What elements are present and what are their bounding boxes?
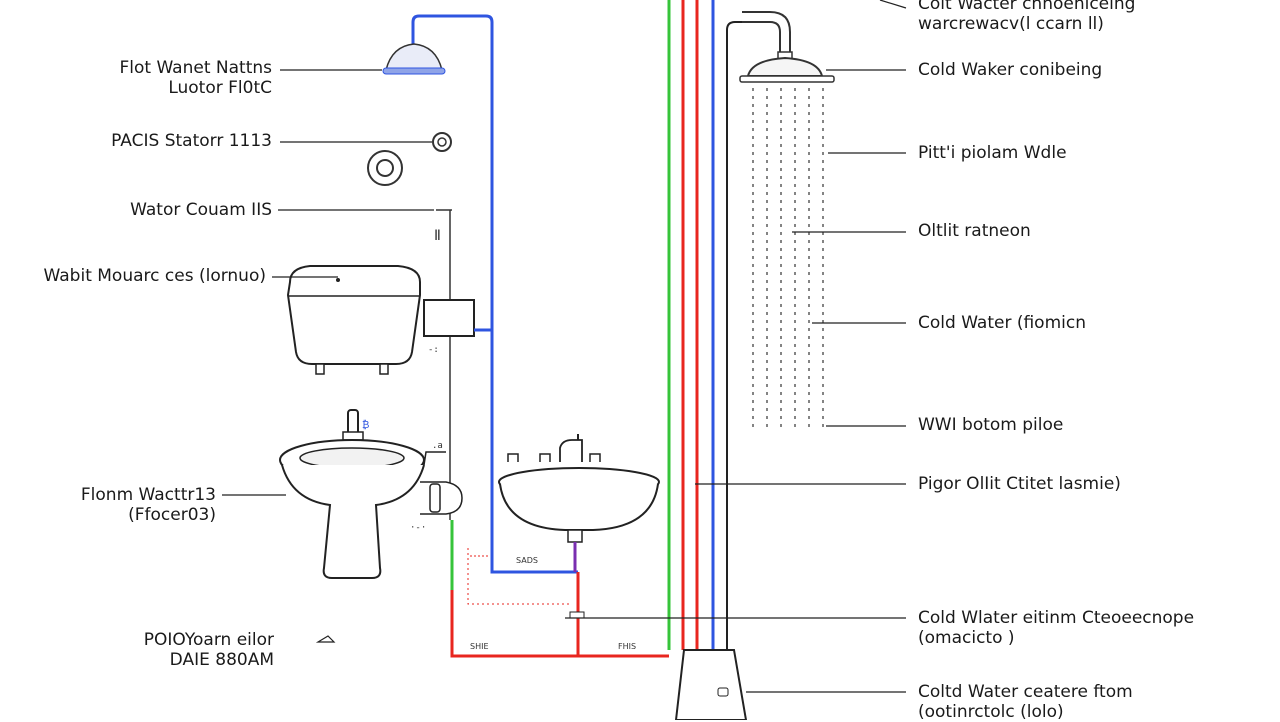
label-line: Flot Wanet Nattns: [119, 58, 272, 78]
shower-arm: [742, 11, 791, 55]
label-pit-pipe-wide: Pitt'i piolam Wdle: [918, 143, 1067, 163]
label-line: Luotor Fl0tC: [168, 78, 272, 98]
label-flush-water: Flonm Wacttr13 (Ffocer03): [81, 485, 216, 525]
shower-head-left: [385, 43, 443, 71]
sink: [498, 434, 660, 619]
sink-basin: [499, 483, 659, 531]
cistern-group: Ⅱ -:: [286, 209, 492, 520]
label-wall-bottom-pipe: WWI botom piloe: [918, 415, 1063, 435]
label-line: Wator Couam IIS: [130, 200, 272, 220]
label-line: warcrewacv(l ccarn ll): [918, 14, 1104, 34]
label-hot-water-mains: Flot Wanet Nattns Luotor Fl0tC: [119, 58, 272, 98]
sink-faucet: [559, 439, 583, 462]
toilet: ₿ ·-· .a: [279, 409, 463, 579]
label-line: (omacicto ): [918, 628, 1015, 648]
label-water-column: Wator Couam IIS: [130, 200, 272, 220]
label-line: Cold Waker conibeing: [918, 60, 1103, 80]
label-line: Cold Water (fiomicn: [918, 313, 1086, 333]
water-heater-base: [674, 649, 748, 720]
label-line: Pigor OlIit Ctitet lasmie): [918, 474, 1121, 494]
svg-text:₿: ₿: [362, 419, 369, 431]
label-outlet-heater: Oltlit ratneon: [918, 221, 1031, 241]
main-risers: [667, 0, 770, 650]
leaders-left: [222, 69, 434, 643]
label-line: Pitt'i piolam Wdle: [918, 143, 1067, 163]
blue-supply-loop: [411, 14, 578, 574]
label-line: PACIS Statorr 1113: [111, 131, 272, 151]
shower-plate: [739, 75, 835, 83]
label-line: (Ffocer03): [128, 505, 216, 525]
label-line: Cold Wlater eitinm Cteoeecnope: [918, 608, 1195, 628]
label-cold-water-distribution: Cold Wlater eitinm Cteoeecnope (omacicto…: [918, 608, 1194, 648]
black-riser-top: [726, 21, 770, 31]
red-dotted-line: [467, 548, 570, 605]
round-fittings: [367, 132, 452, 186]
label-line: Wabit Mouarc ces (lornuo): [43, 266, 266, 286]
label-pots-drain: POIOYoarn eilor DAIE 880AM: [144, 630, 274, 670]
valve-small: [432, 132, 452, 152]
toilet-supply: [450, 520, 669, 658]
toilet-valve: [420, 481, 463, 515]
red-supply-bottom: [450, 590, 669, 658]
mark-shie: SHIE: [470, 642, 489, 651]
svg-text:·-·: ·-·: [410, 523, 426, 533]
svg-text:-:: -:: [428, 345, 439, 355]
shower-head-right: [746, 56, 824, 77]
mark-sads: SADS: [516, 556, 538, 565]
label-cold-water-top: Colt Wacter cnnoeniceing warcrewacv(l cc…: [918, 0, 1135, 34]
label-cold-water-source: Coltd Water ceatere ftom (ootinrctolc (l…: [918, 682, 1133, 722]
label-line: DAIE 880AM: [169, 650, 274, 670]
label-pacs-station: PACIS Statorr 1113: [111, 131, 272, 151]
cistern-tank: [286, 265, 421, 365]
toilet-bowl: [281, 464, 425, 579]
label-line: Flonm Wacttr13: [80, 485, 216, 505]
mark-fhis: FHIS: [618, 642, 637, 651]
label-cold-water-flow: Cold Water (fiomicn: [918, 313, 1086, 333]
svg-text:Ⅱ: Ⅱ: [434, 228, 441, 244]
label-line: WWI botom piloe: [918, 415, 1064, 435]
label-line: POIOYoarn eilor: [143, 630, 274, 650]
label-line: Oltlit ratneon: [918, 221, 1031, 241]
label-line: (ootinrctolc (lolo): [918, 702, 1064, 722]
svg-text:.a: .a: [432, 441, 443, 451]
label-cold-water-combining: Cold Waker conibeing: [918, 60, 1102, 80]
leaders-right: [565, 0, 907, 693]
base-unit: [674, 649, 748, 720]
left-shower: [382, 14, 578, 574]
label-line: Coltd Water ceatere ftom: [918, 682, 1133, 702]
valve-large: [367, 150, 403, 186]
control-box: [423, 299, 475, 337]
shower-head-left-plate: [382, 67, 446, 75]
label-line: Colt Wacter cnnoeniceing: [918, 0, 1136, 14]
label-water-cistern: Wabit Mouarc ces (lornuo): [44, 266, 266, 286]
label-pipe-outlet: Pigor OlIit Ctitet lasmie): [918, 474, 1121, 494]
shower-spray: [752, 88, 824, 432]
right-shower: [739, 11, 835, 432]
